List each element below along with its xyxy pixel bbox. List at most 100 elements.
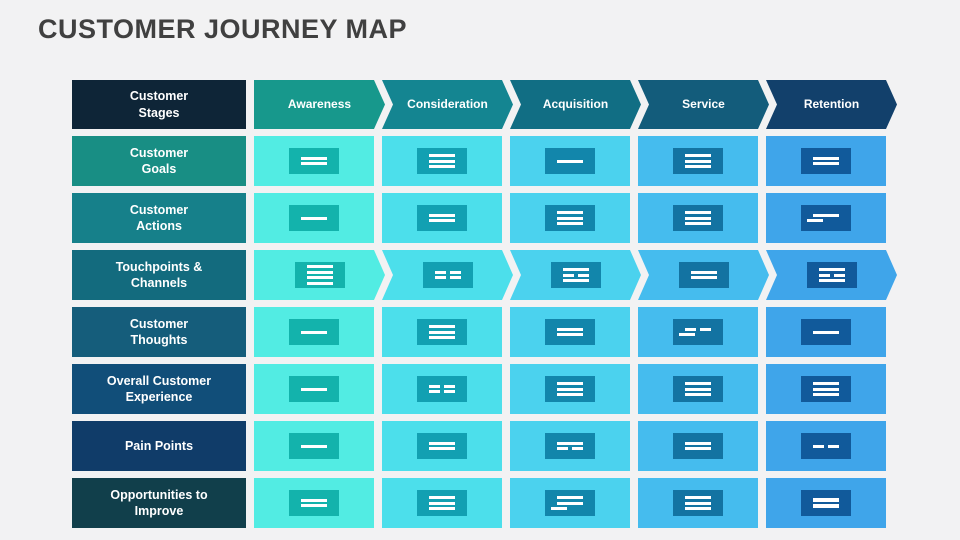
placeholder-line — [301, 387, 327, 391]
text-placeholder-icon — [673, 205, 723, 231]
placeholder-line — [429, 501, 455, 505]
text-placeholder-icon — [673, 148, 723, 174]
placeholder-line — [685, 159, 711, 163]
placeholder-line — [557, 393, 583, 396]
row-header-customer-goals: Customer Goals — [72, 136, 246, 186]
placeholder-line — [813, 156, 839, 160]
text-placeholder-icon — [289, 148, 339, 174]
row-header-opportunities-to-improve: Opportunities to Improve — [72, 478, 246, 528]
placeholder-line — [685, 222, 711, 225]
placeholder-line — [685, 382, 711, 385]
placeholder-line — [301, 162, 327, 166]
placeholder-line — [813, 213, 839, 217]
journey-cell — [766, 421, 886, 471]
journey-cell — [254, 136, 374, 186]
placeholder-line — [557, 382, 583, 385]
text-placeholder-icon — [801, 490, 851, 516]
placeholder-line — [557, 447, 583, 451]
placeholder-line — [557, 441, 583, 445]
text-placeholder-icon — [289, 205, 339, 231]
placeholder-line — [685, 501, 711, 505]
placeholder-line — [307, 282, 333, 285]
placeholder-line — [307, 271, 333, 274]
text-placeholder-icon — [289, 319, 339, 345]
placeholder-line — [301, 444, 327, 448]
journey-cell — [766, 250, 897, 300]
placeholder-line — [813, 497, 839, 502]
placeholder-line — [301, 330, 327, 334]
placeholder-line — [429, 441, 455, 445]
journey-cell — [382, 421, 502, 471]
journey-cell — [510, 307, 630, 357]
journey-cell — [766, 307, 886, 357]
text-placeholder-icon — [545, 490, 595, 516]
row-header-customer-thoughts: Customer Thoughts — [72, 307, 246, 357]
placeholder-line — [301, 498, 327, 502]
stage-header-retention: Retention — [766, 80, 897, 129]
placeholder-line — [819, 268, 845, 271]
journey-cell — [254, 364, 374, 414]
placeholder-line — [685, 211, 711, 214]
journey-cell — [254, 421, 374, 471]
placeholder-line — [301, 504, 327, 508]
journey-cell — [638, 193, 758, 243]
text-placeholder-icon — [545, 376, 595, 402]
placeholder-line — [557, 501, 583, 505]
stage-header-consideration: Consideration — [382, 80, 513, 129]
journey-cell — [638, 364, 758, 414]
placeholder-line — [685, 441, 711, 445]
row-header-customer-actions: Customer Actions — [72, 193, 246, 243]
stage-header-awareness: Awareness — [254, 80, 385, 129]
text-placeholder-icon — [289, 433, 339, 459]
journey-cell — [254, 307, 374, 357]
journey-cell — [766, 478, 886, 528]
page-title: CUSTOMER JOURNEY MAP — [38, 14, 408, 44]
placeholder-line — [435, 271, 461, 274]
journey-cell — [254, 250, 385, 300]
journey-cell — [510, 250, 641, 300]
text-placeholder-icon — [417, 376, 467, 402]
placeholder-line — [679, 333, 695, 337]
text-placeholder-icon — [807, 262, 857, 288]
placeholder-line — [429, 159, 455, 163]
text-placeholder-icon — [545, 205, 595, 231]
text-placeholder-icon — [801, 148, 851, 174]
text-placeholder-icon — [289, 490, 339, 516]
placeholder-line — [685, 387, 711, 391]
journey-cell — [510, 478, 630, 528]
placeholder-line — [685, 327, 711, 331]
journey-cell — [510, 364, 630, 414]
placeholder-line — [429, 330, 455, 334]
row-header-overall-customer-experience: Overall Customer Experience — [72, 364, 246, 414]
journey-cell — [382, 136, 502, 186]
text-placeholder-icon — [417, 148, 467, 174]
placeholder-line — [685, 393, 711, 396]
placeholder-line — [691, 271, 717, 274]
placeholder-line — [551, 507, 567, 510]
text-placeholder-icon — [545, 148, 595, 174]
placeholder-line — [429, 384, 455, 388]
placeholder-line — [307, 276, 333, 279]
placeholder-line — [807, 219, 823, 223]
journey-cell — [510, 136, 630, 186]
placeholder-line — [301, 216, 327, 220]
placeholder-line — [435, 276, 461, 279]
placeholder-line — [557, 333, 583, 337]
placeholder-line — [563, 279, 589, 282]
journey-cell — [638, 136, 758, 186]
placeholder-line — [685, 216, 711, 220]
text-placeholder-icon — [801, 205, 851, 231]
text-placeholder-icon — [801, 319, 851, 345]
placeholder-line — [429, 213, 455, 217]
placeholder-line — [691, 276, 717, 279]
journey-cell — [510, 193, 630, 243]
stage-header-acquisition: Acquisition — [510, 80, 641, 129]
text-placeholder-icon — [673, 490, 723, 516]
text-placeholder-icon — [545, 433, 595, 459]
stage-header-service: Service — [638, 80, 769, 129]
journey-cell — [382, 307, 502, 357]
text-placeholder-icon — [545, 319, 595, 345]
placeholder-line — [307, 265, 333, 268]
journey-cell — [638, 250, 769, 300]
text-placeholder-icon — [801, 433, 851, 459]
